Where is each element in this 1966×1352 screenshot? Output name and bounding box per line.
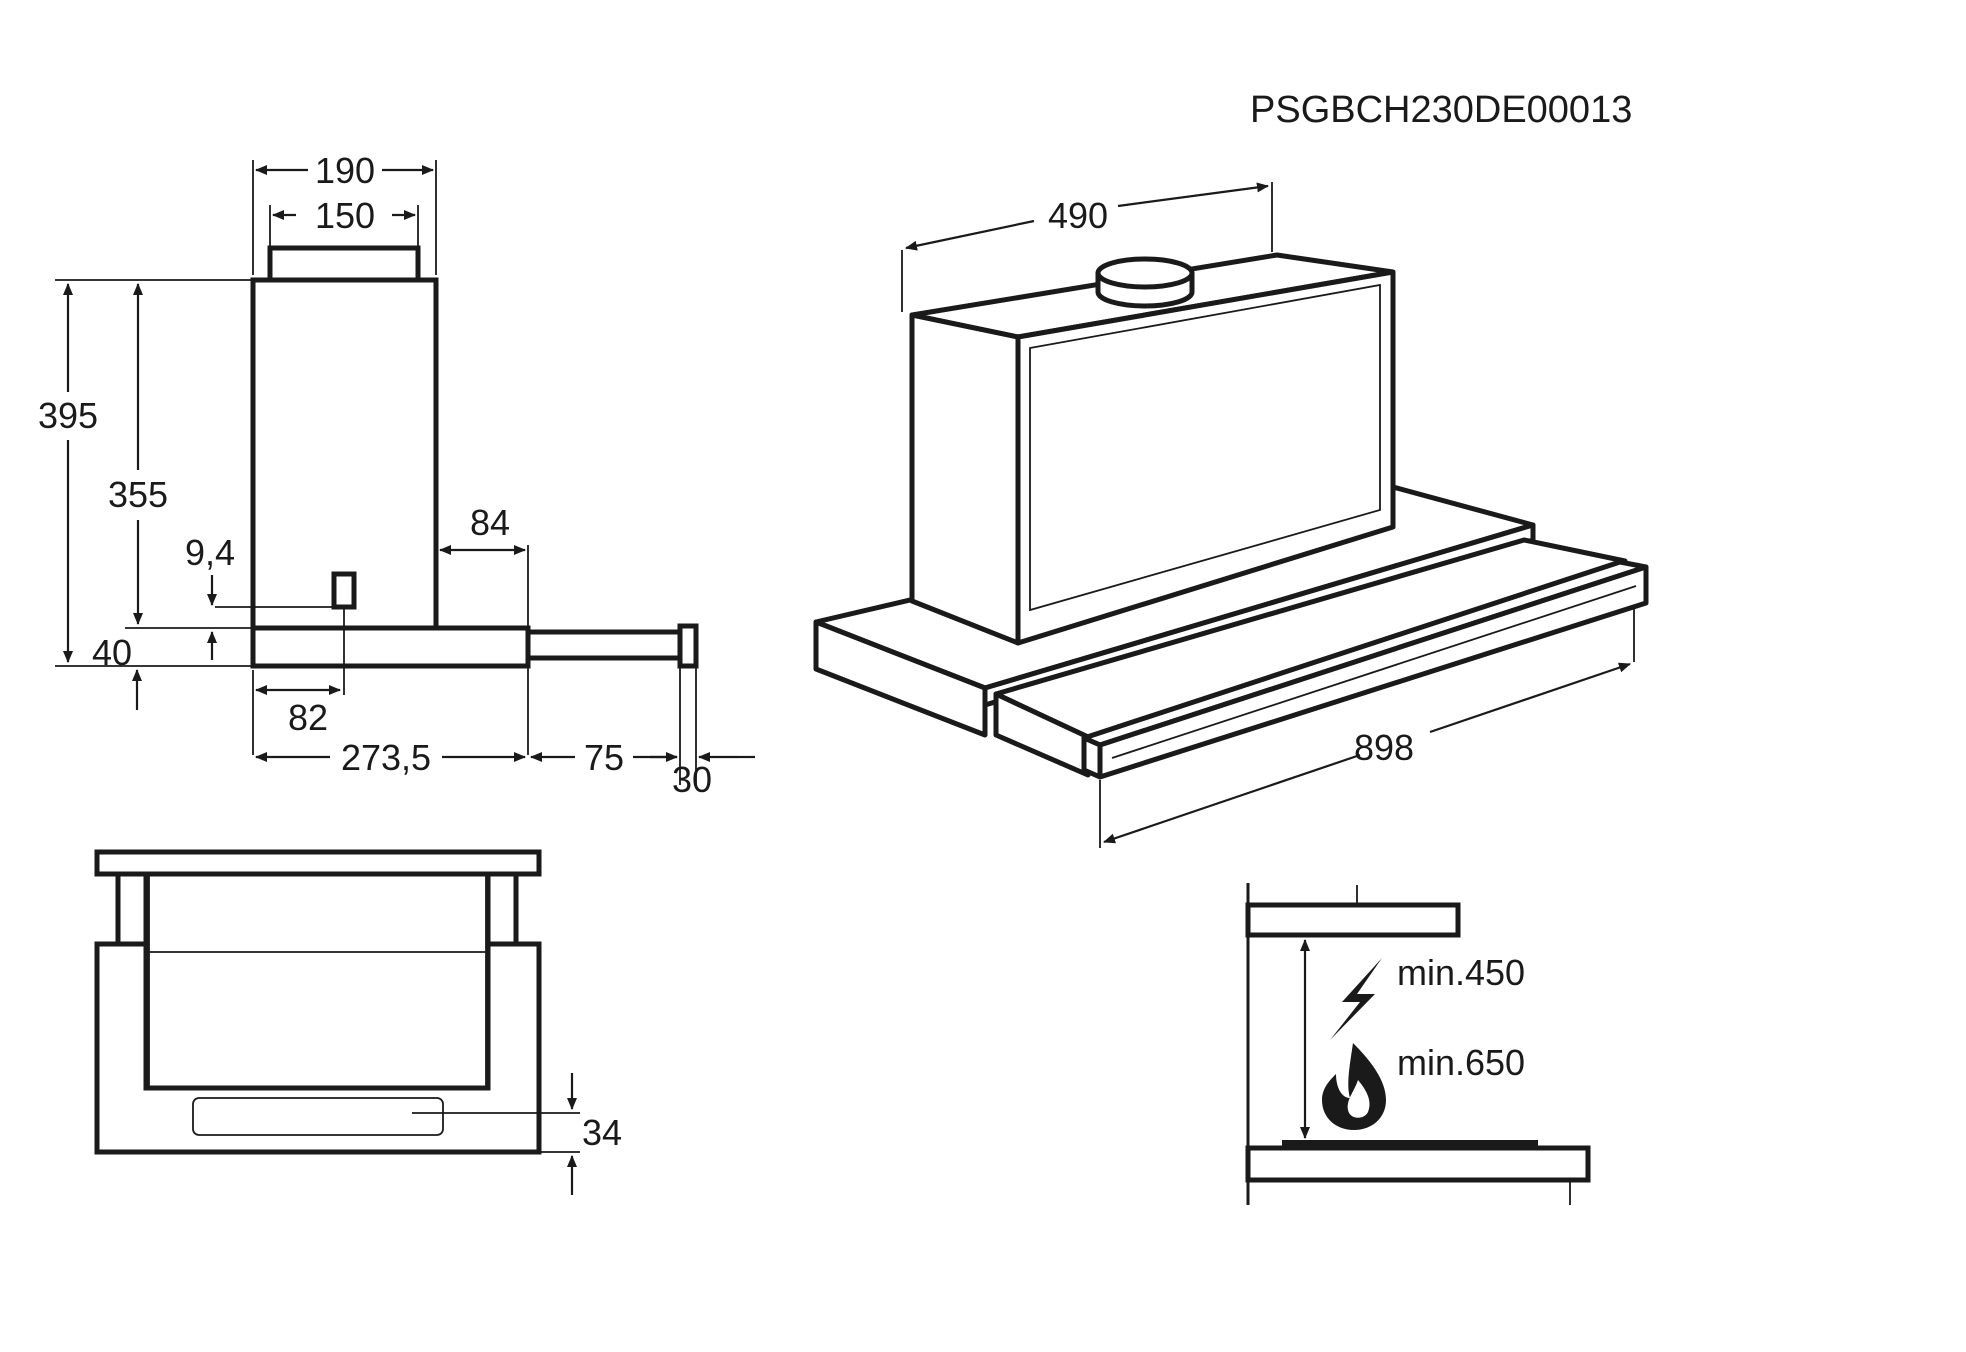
front-inner-box: [148, 873, 487, 1089]
side-outlet: [267, 245, 421, 283]
dim-base-thickness: 40: [92, 632, 132, 673]
flame-icon: [1322, 1043, 1386, 1130]
dim-extension-depth: 84: [470, 502, 510, 543]
dim-slide-depth: 75: [584, 737, 624, 778]
side-view: 190 150 395 355 84 9,4 40 82 273,5 75 30: [38, 150, 755, 800]
front-post-right: [485, 871, 519, 947]
install-electric-clearance: min.450: [1397, 952, 1525, 993]
isometric-view: 490 898: [813, 182, 1649, 848]
install-hood: [1245, 902, 1461, 938]
dim-front-depth: 30: [672, 759, 712, 800]
install-gas-clearance: min.650: [1397, 1042, 1525, 1083]
front-body: [94, 941, 542, 1155]
iso-chimney-side-inner: [1029, 283, 1381, 612]
install-worktop: [1245, 1145, 1591, 1183]
dim-body-height: 355: [108, 474, 168, 515]
lightning-icon: [1330, 958, 1382, 1040]
dim-base-depth: 273,5: [341, 737, 431, 778]
iso-outlet-collar: [1095, 256, 1195, 309]
iso-base-front-face: [813, 619, 988, 738]
dim-total-height: 395: [38, 395, 98, 436]
dim-panel-height: 34: [582, 1112, 622, 1153]
dim-indicator-offset: 9,4: [185, 532, 235, 573]
dim-outlet-width: 150: [315, 195, 375, 236]
iso-chimney-side: [1015, 269, 1396, 646]
iso-chimney-front: [909, 312, 1021, 646]
side-base-plate: [250, 625, 531, 669]
dim-outlet-offset: 82: [288, 697, 328, 738]
dim-chimney-width: 190: [315, 150, 375, 191]
dim-iso-width-total: 898: [1354, 727, 1414, 768]
product-code: PSGBCH230DE00013: [1250, 89, 1632, 131]
side-indicator-window: [331, 571, 357, 610]
dim-iso-depth-top: 490: [1048, 195, 1108, 236]
side-slide-rail: [525, 629, 683, 661]
front-handle-slot: [192, 1097, 444, 1136]
front-post-left: [115, 871, 149, 947]
front-top-flange: [94, 849, 542, 877]
front-view: 34: [94, 849, 622, 1195]
install-hob-burner: [1282, 1140, 1538, 1147]
iso-drawer-front-face: [993, 691, 1091, 778]
installation-view: min.450 min.650: [1245, 883, 1591, 1205]
side-front-panel: [677, 623, 699, 669]
